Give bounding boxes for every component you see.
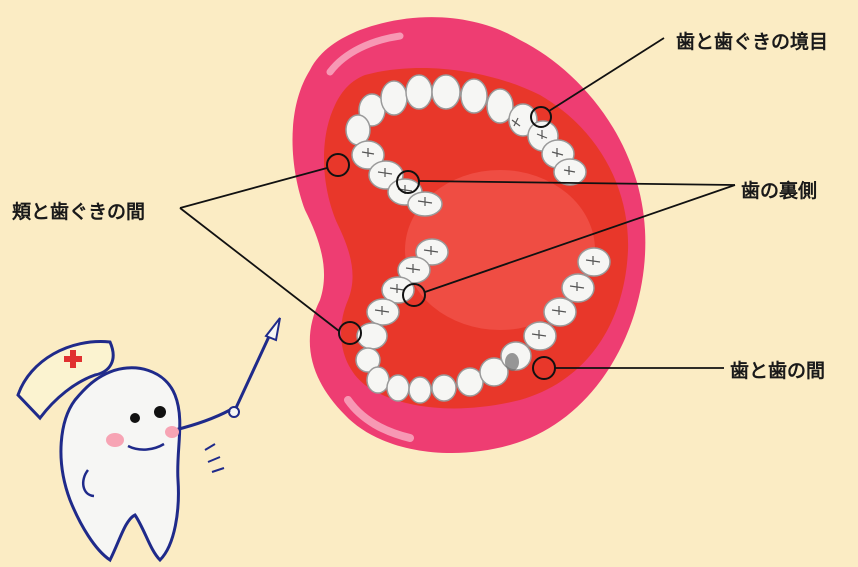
mascot-arm xyxy=(175,410,230,430)
tooth-shadow xyxy=(505,353,519,371)
label-cheek-gum: 頬と歯ぐきの間 xyxy=(12,197,145,224)
label-gumline: 歯と歯ぐきの境目 xyxy=(676,27,828,54)
tooth-nurse-mascot-icon xyxy=(18,318,280,560)
open-mouth xyxy=(180,17,735,453)
label-inner-side: 歯の裏側 xyxy=(741,176,817,203)
label-between-teeth: 歯と歯の間 xyxy=(730,356,825,383)
mascot-eye-left xyxy=(130,413,140,423)
pointer-stick-icon xyxy=(229,318,280,417)
mascot-eye-right xyxy=(154,406,166,418)
mascot-cheek-right xyxy=(165,426,179,438)
mascot-body xyxy=(61,368,180,560)
mascot-cheek-left xyxy=(106,433,124,447)
